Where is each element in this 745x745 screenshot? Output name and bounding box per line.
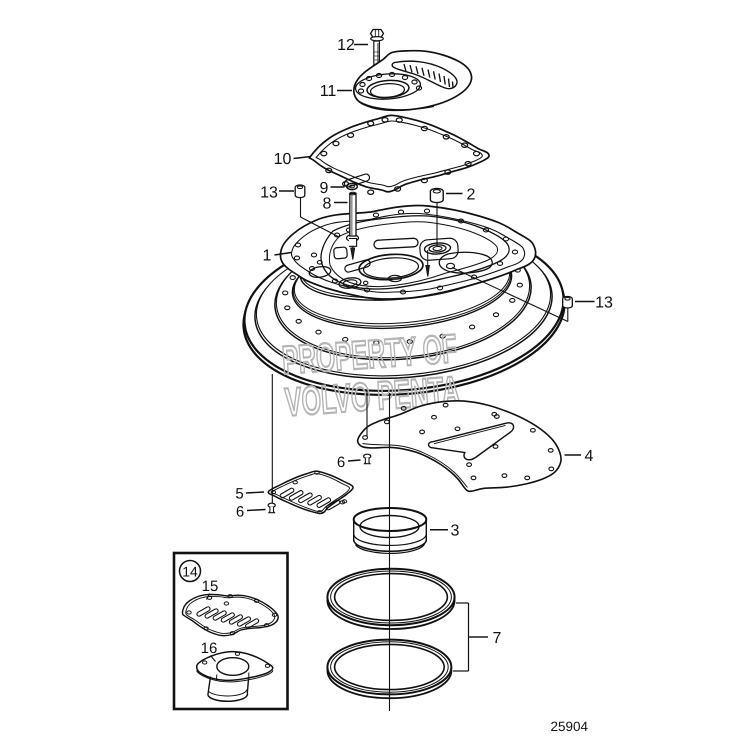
svg-text:6: 6	[337, 454, 345, 471]
svg-text:6: 6	[236, 504, 244, 521]
svg-text:13: 13	[595, 295, 613, 312]
svg-text:12: 12	[337, 37, 355, 54]
svg-text:3: 3	[451, 523, 460, 540]
svg-text:13: 13	[260, 185, 278, 202]
svg-text:16: 16	[201, 640, 218, 657]
svg-text:8: 8	[323, 196, 332, 213]
svg-text:11: 11	[320, 83, 337, 100]
svg-text:2: 2	[467, 187, 476, 204]
svg-text:1: 1	[263, 248, 272, 265]
svg-text:25904: 25904	[550, 719, 588, 734]
svg-text:5: 5	[235, 486, 243, 503]
svg-text:14: 14	[182, 564, 198, 580]
svg-text:7: 7	[493, 630, 502, 647]
svg-text:4: 4	[585, 448, 594, 465]
svg-text:10: 10	[274, 151, 292, 168]
svg-text:9: 9	[320, 180, 329, 197]
svg-text:15: 15	[202, 578, 219, 595]
